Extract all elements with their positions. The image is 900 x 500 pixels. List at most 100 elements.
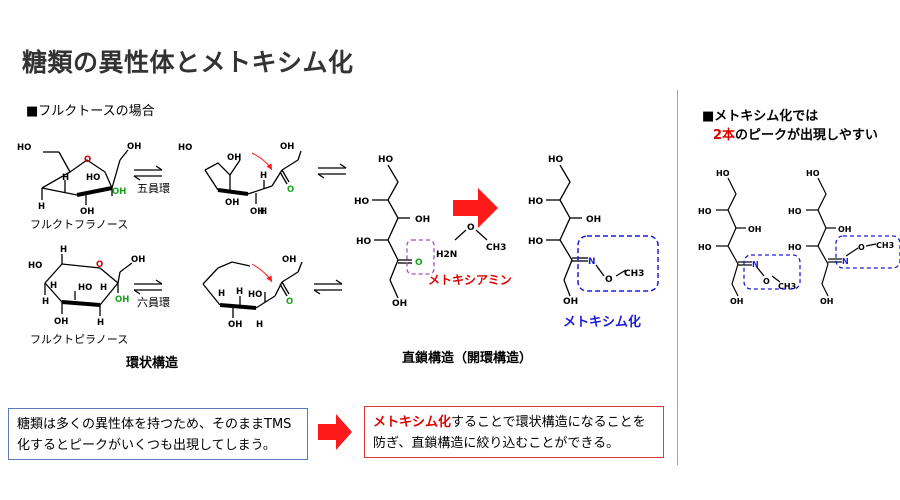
atom-label: OH xyxy=(280,142,294,152)
cyclic-structure-label: 環状構造 xyxy=(126,355,179,371)
linear-structure-label: 直鎖構造（開環構造） xyxy=(402,350,532,366)
atom-label: OH xyxy=(838,225,852,234)
atom-label: OH xyxy=(127,142,141,152)
fructopyranose-structure xyxy=(44,254,133,316)
carbonyl-o-label: O xyxy=(415,258,423,268)
solution-note-text: することで環状構造になることを防ぎ、直鎖構造に絞り込むことができる。 xyxy=(373,415,646,451)
linear-fructose-structure xyxy=(372,164,412,299)
atom-label: H xyxy=(38,202,45,212)
carbonyl-o-label: O xyxy=(287,185,294,195)
atom-label: H xyxy=(50,281,57,291)
side-heading: ■メトキシム化では 2本のピークが出現しやすい xyxy=(702,107,878,145)
side-heading-line1: ■メトキシム化では xyxy=(702,109,819,124)
atom-label: O xyxy=(605,275,613,285)
methoximation-label: メトキシム化 xyxy=(563,314,641,330)
open-fructose-6-structure xyxy=(202,261,303,318)
syn-methoxime-structure xyxy=(716,177,781,297)
atom-label: H xyxy=(97,318,104,328)
page-title: 糖類の異性体とメトキシム化 xyxy=(22,48,354,77)
amine-label: H2N xyxy=(436,250,457,260)
anomeric-oh-label: OH xyxy=(115,295,129,305)
panel-divider xyxy=(677,90,678,465)
solution-note-box: メトキシム化することで環状構造になることを防ぎ、直鎖構造に絞り込むことができる。 xyxy=(364,406,664,458)
atom-label: HO xyxy=(528,237,544,247)
atom-label: HO xyxy=(78,283,92,293)
atom-label: HO xyxy=(356,237,372,247)
atom-label: HO xyxy=(698,207,712,216)
atom-label: OH xyxy=(228,320,242,330)
atom-label: HO xyxy=(528,197,544,207)
atom-label: H xyxy=(218,289,225,299)
atom-label: HO xyxy=(248,290,262,300)
atom-label: OH xyxy=(563,297,578,307)
fructofuranose-structure xyxy=(41,149,129,205)
carbonyl-highlight-box xyxy=(406,239,435,275)
anomeric-oh-label: OH xyxy=(112,187,126,197)
atom-label: CH3 xyxy=(876,241,894,250)
equilibrium-arrow xyxy=(133,165,163,181)
atom-label: O xyxy=(763,277,770,286)
peak-count-highlight: 2本 xyxy=(713,128,736,143)
methoxyamine-structure xyxy=(454,229,488,241)
atom-label: HO xyxy=(28,261,42,271)
atom-label: O xyxy=(467,223,475,233)
ring-oxygen-label: O xyxy=(96,260,103,270)
atom-label: HO xyxy=(86,173,100,183)
atom-label: HO xyxy=(806,169,820,178)
carbonyl-o-label: O xyxy=(286,297,293,307)
atom-label: OH xyxy=(282,255,296,265)
atom-label: OH xyxy=(730,297,744,306)
atom-label: H xyxy=(62,173,69,183)
side-heading-line2: 2本のピークが出現しやすい xyxy=(702,126,878,145)
atom-label: HO xyxy=(788,207,802,216)
six-ring-label: 六員環 xyxy=(137,296,170,309)
atom-label: H xyxy=(256,320,263,330)
atom-label: OH xyxy=(80,207,94,217)
atom-label: H xyxy=(60,245,67,255)
atom-label: HO xyxy=(178,143,192,153)
reaction-arrow-icon xyxy=(453,188,498,228)
problem-note-box: 糖類は多くの異性体を持つため、そのままTMS化するとピークがいくつも出現してしま… xyxy=(8,408,308,460)
atom-label: OH xyxy=(54,317,68,327)
ring-oxygen-label: O xyxy=(84,155,91,165)
oxime-n-label: N xyxy=(842,257,849,266)
syn-highlight-box xyxy=(743,254,801,290)
atom-label: HO xyxy=(17,143,31,153)
atom-label: CH3 xyxy=(624,269,644,279)
five-ring-label: 五員環 xyxy=(137,182,170,195)
section-label: ■フルクトースの場合 xyxy=(26,104,155,119)
atom-label: CH3 xyxy=(486,243,506,253)
anti-highlight-box xyxy=(835,235,900,269)
atom-label: OH xyxy=(250,207,264,217)
equilibrium-arrow xyxy=(317,163,347,179)
red-attack-arrow xyxy=(251,152,273,171)
equilibrium-arrow xyxy=(313,279,343,295)
atom-label: OH xyxy=(225,198,239,208)
anti-methoxime-structure xyxy=(806,177,877,297)
atom-label: OH xyxy=(820,297,834,306)
atom-label: OH xyxy=(227,153,241,163)
equilibrium-arrow xyxy=(133,279,163,295)
solution-highlight: メトキシム化 xyxy=(373,415,452,430)
atom-label: H xyxy=(260,207,267,217)
atom-label: HO xyxy=(788,243,802,252)
atom-label: HO xyxy=(698,243,712,252)
atom-label: OH xyxy=(131,255,145,265)
atom-label: HO xyxy=(354,197,370,207)
atom-label: H xyxy=(100,283,107,293)
atom-label: HO xyxy=(716,169,730,178)
methoxyamine-label: メトキシアミン xyxy=(428,273,512,287)
atom-label: H xyxy=(260,171,267,181)
atom-label: CH3 xyxy=(778,282,796,291)
atom-label: HO xyxy=(548,155,564,165)
furanose-name: フルクトフラノース xyxy=(30,218,128,231)
pyranose-name: フルクトピラノース xyxy=(30,333,128,346)
atom-label: OH xyxy=(392,299,407,309)
atom-label: H xyxy=(42,297,49,307)
oxime-n-label: N xyxy=(588,257,596,267)
atom-label: H xyxy=(236,287,243,297)
oxime-n-label: N xyxy=(752,260,759,269)
atom-label: O xyxy=(858,243,865,252)
atom-label: HO xyxy=(378,155,394,165)
side-heading-suffix: のピークが出現しやすい xyxy=(735,128,878,143)
